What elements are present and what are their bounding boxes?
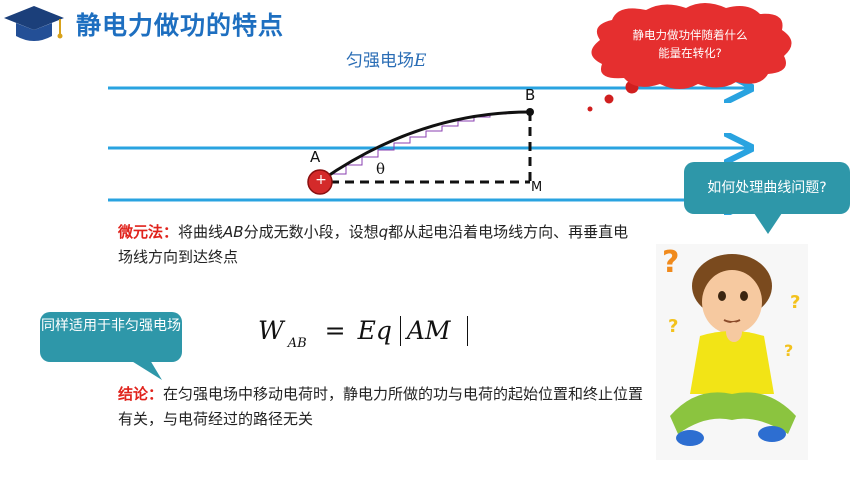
- thought-cloud: [591, 3, 792, 89]
- applicable-callout: 同样适用于非匀强电场: [40, 312, 182, 362]
- curve-question-tail: [752, 210, 784, 234]
- curve-ab: [321, 110, 531, 182]
- svg-text:?: ?: [784, 341, 793, 360]
- thinking-boy-illustration: ? ? ? ?: [656, 244, 808, 460]
- field-label: 匀强电场E: [346, 51, 427, 71]
- label-m: M: [531, 180, 543, 195]
- charge-sign: +: [315, 172, 327, 188]
- svg-text:?: ?: [790, 292, 800, 313]
- label-a: A: [310, 148, 321, 166]
- curve-question-callout: 如何处理曲线问题?: [684, 162, 850, 214]
- label-b: B: [525, 86, 536, 104]
- charge-ball: [307, 169, 333, 195]
- conclusion-text: 结论：在匀强电场中移动电荷时，静电力所做的功与电荷的起始位置和终止位置有关，与电…: [118, 385, 644, 428]
- conclusion-label: 结论：: [118, 385, 164, 403]
- page-title: 静电力做功的特点: [76, 11, 285, 40]
- label-theta: θ: [376, 160, 386, 178]
- cloud-text: 静电力做功伴随着什么能量在转化?: [632, 28, 748, 60]
- point-b-dot: [526, 108, 534, 116]
- svg-text:?: ?: [668, 316, 678, 337]
- svg-text:?: ?: [662, 245, 679, 280]
- micro-method-label: 微元法：: [118, 223, 179, 241]
- micro-element-staircase: [329, 111, 530, 182]
- graduation-cap-icon: [4, 6, 64, 41]
- micro-method-text: 微元法：将曲线AB分成无数小段，设想q都从起电沿着电场线方向、再垂直电场线方向到…: [118, 223, 629, 266]
